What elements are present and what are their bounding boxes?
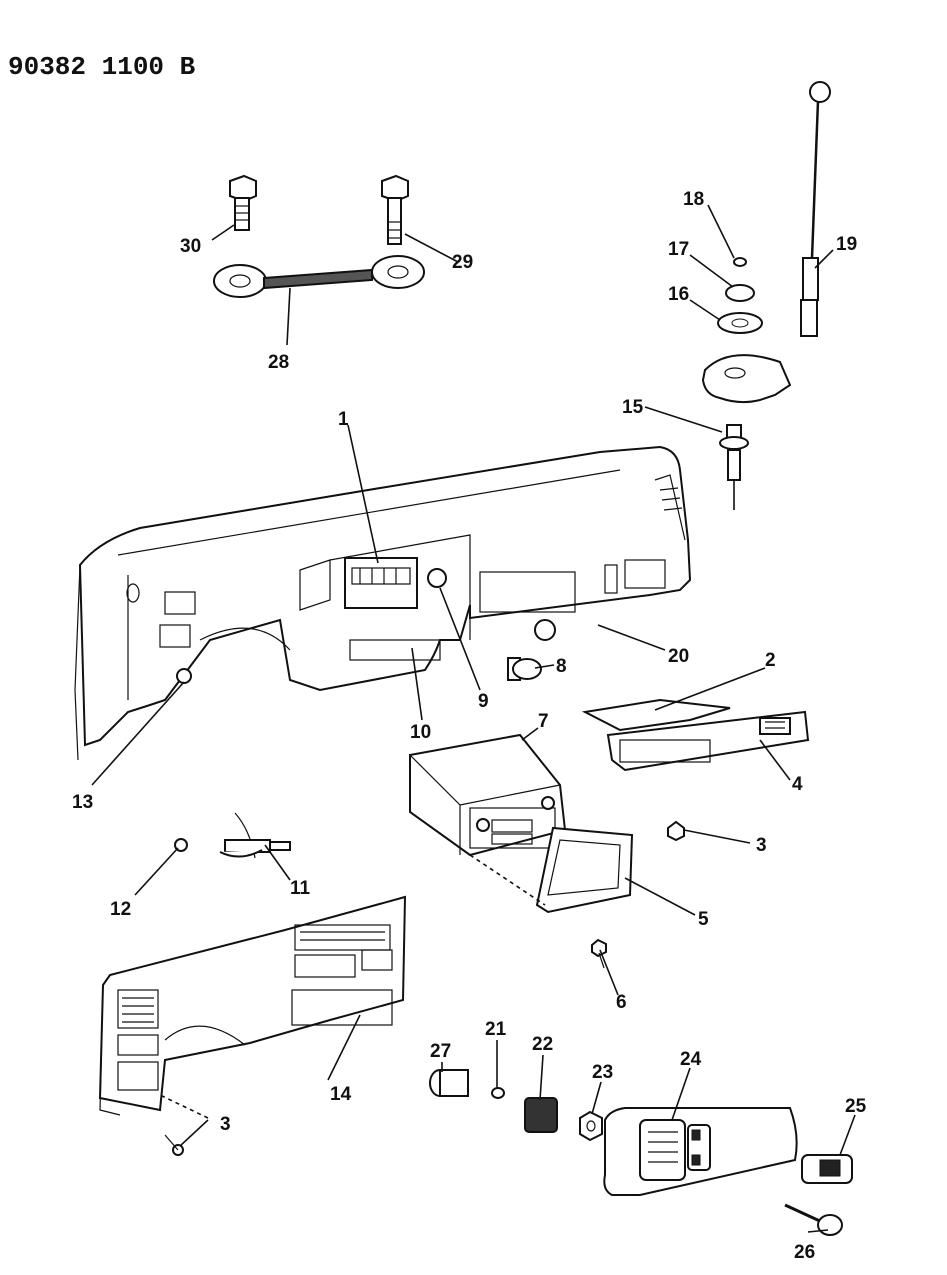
callout-21: 21 <box>485 1019 507 1040</box>
bezel-5-drawing <box>535 826 634 914</box>
antenna-mast-drawing <box>800 81 831 337</box>
callout-5: 5 <box>698 909 709 930</box>
callout-3-lower: 3 <box>220 1114 231 1135</box>
knob-25-drawing <box>801 1154 853 1184</box>
callout-16: 16 <box>668 284 689 305</box>
screw-3-upper-drawing <box>667 820 685 842</box>
callout-26: 26 <box>794 1242 815 1263</box>
callout-28: 28 <box>268 352 289 373</box>
bolt-30-drawing <box>229 174 257 231</box>
callout-2: 2 <box>765 650 776 671</box>
callout-11: 11 <box>290 878 311 899</box>
callout-30: 30 <box>180 236 201 257</box>
callout-13: 13 <box>72 792 93 813</box>
callout-12: 12 <box>110 899 131 920</box>
callout-23: 23 <box>592 1062 613 1083</box>
bulb-8-drawing <box>507 657 542 681</box>
antenna-base-drawing <box>701 257 792 510</box>
nut-23-drawing <box>579 1110 603 1142</box>
callout-3-upper: 3 <box>756 835 767 856</box>
ground-strap-drawing <box>213 255 425 298</box>
switch-11-drawing <box>219 812 291 859</box>
callout-27: 27 <box>430 1041 451 1062</box>
callout-14: 14 <box>330 1084 352 1105</box>
bulb-27-drawing <box>429 1069 469 1097</box>
instrument-panel-drawing <box>74 445 692 761</box>
callout-4: 4 <box>792 774 803 795</box>
callout-22: 22 <box>532 1034 553 1055</box>
callout-19: 19 <box>836 234 857 255</box>
callout-8: 8 <box>556 656 567 677</box>
bracket-2-trim-4-drawing <box>581 698 810 772</box>
radio-7-drawing <box>409 733 567 857</box>
callout-9: 9 <box>478 691 489 712</box>
screw-6-drawing <box>591 938 607 969</box>
callout-labels: 1 2 3 3 4 5 6 7 8 9 10 11 12 13 14 15 16… <box>72 189 867 1263</box>
callout-10: 10 <box>410 722 431 743</box>
knob-26-drawing <box>784 1203 843 1236</box>
switch-body-22-drawing <box>524 1097 558 1133</box>
callout-18: 18 <box>683 189 704 210</box>
callout-29: 29 <box>452 252 473 273</box>
callout-25: 25 <box>845 1096 867 1117</box>
cluster-bezel-14-drawing <box>98 895 407 1116</box>
callout-17: 17 <box>668 239 689 260</box>
screw-3-lower-drawing <box>164 1134 184 1156</box>
bolt-29-drawing <box>381 174 409 245</box>
callout-15: 15 <box>622 397 644 418</box>
leader-lines <box>91 204 856 1233</box>
callout-1: 1 <box>338 409 349 430</box>
switch-panel-24-drawing <box>603 1107 798 1196</box>
callout-20: 20 <box>668 646 689 667</box>
callout-6: 6 <box>616 992 627 1013</box>
callout-7: 7 <box>538 711 549 732</box>
callout-24: 24 <box>680 1049 702 1070</box>
socket-21-drawing <box>491 1087 505 1099</box>
document-id: 90382 1100 B <box>8 52 196 82</box>
